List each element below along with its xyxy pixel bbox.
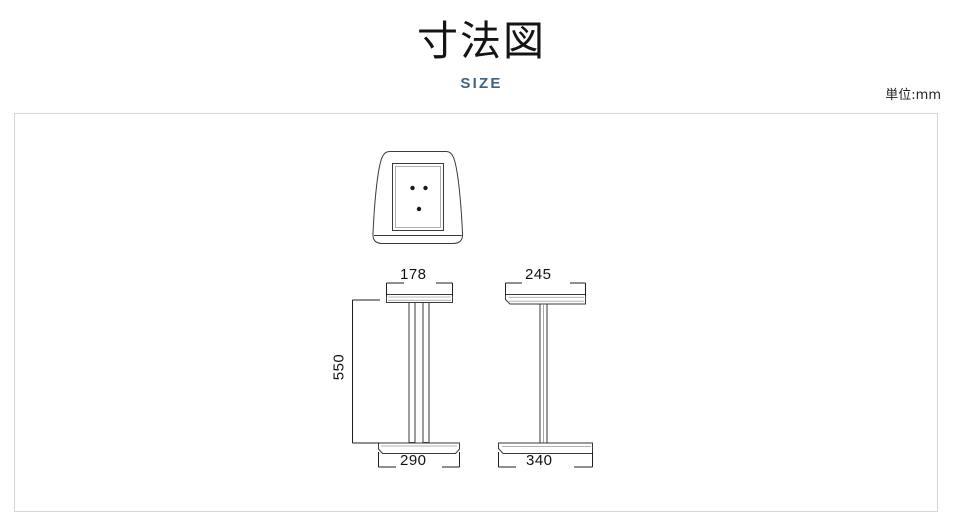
dimension-label-front-top-width: 178 xyxy=(400,266,427,283)
drawing-frame xyxy=(14,113,938,512)
page-header: 寸法図 SIZE xyxy=(0,0,963,93)
dimension-label-front-base-width: 290 xyxy=(400,452,427,469)
dimension-label-height: 550 xyxy=(330,353,348,381)
page-title: 寸法図 xyxy=(417,17,546,65)
unit-note: 単位:mm xyxy=(885,88,941,103)
dimension-label-side-top-width: 245 xyxy=(525,266,552,283)
page-subtitle: SIZE xyxy=(460,75,503,92)
dimension-label-side-base-width: 340 xyxy=(526,452,553,469)
